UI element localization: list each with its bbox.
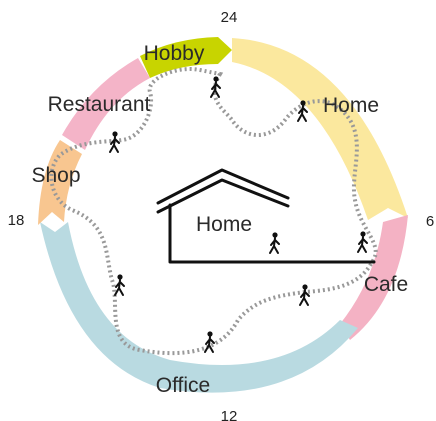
place-label-home-center: Home bbox=[196, 213, 252, 236]
walking-person-icon bbox=[299, 283, 310, 306]
hour-label-bottom: 12 bbox=[221, 408, 238, 421]
place-label-home: Home bbox=[323, 94, 379, 117]
walking-person-icon bbox=[357, 230, 368, 253]
walking-person-icon bbox=[269, 231, 280, 254]
walking-person-icon bbox=[114, 273, 125, 296]
ring-segment-office bbox=[40, 222, 358, 393]
hour-label-top: 24 bbox=[221, 9, 238, 26]
ring-segment-shop bbox=[38, 140, 82, 225]
walking-person-icon bbox=[204, 330, 215, 353]
place-label-shop: Shop bbox=[31, 164, 80, 187]
ring-segment-restaurant bbox=[62, 58, 150, 150]
hour-label-left: 18 bbox=[8, 212, 25, 229]
place-label-office: Office bbox=[156, 374, 210, 397]
place-label-hobby: Hobby bbox=[144, 42, 205, 65]
ring-segment-hobby bbox=[140, 37, 232, 78]
house-outline-icon bbox=[156, 168, 376, 264]
hour-label-right: 6 bbox=[426, 213, 434, 230]
ring-segment-cafe bbox=[340, 215, 408, 340]
ring-segment-home bbox=[232, 38, 408, 220]
place-label-restaurant: Restaurant bbox=[48, 93, 151, 116]
place-label-cafe: Cafe bbox=[364, 273, 408, 296]
